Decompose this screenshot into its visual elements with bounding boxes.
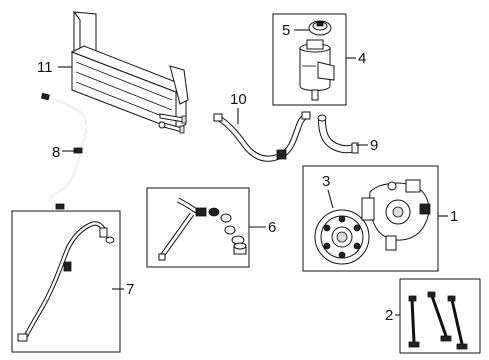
oil-cooler (70, 10, 189, 134)
pressure-tube (158, 197, 207, 261)
reservoir (299, 39, 335, 101)
bolts-box (399, 278, 481, 354)
pressure-line (17, 221, 115, 342)
mounting-bolts (408, 291, 468, 350)
callout-8: 8 (52, 144, 60, 161)
return-hose (213, 111, 311, 162)
reservoir-cap (308, 20, 332, 36)
callout-2: 2 (385, 307, 393, 324)
callout-5: 5 (282, 22, 290, 39)
pressure-line-box (11, 210, 121, 353)
callout-10: 10 (230, 91, 247, 108)
power-steering-pump (361, 179, 431, 251)
supply-hose (317, 114, 359, 154)
callout-4: 4 (358, 50, 366, 67)
pump-box (302, 165, 439, 272)
callout-1: 1 (450, 208, 458, 225)
pulley (314, 209, 370, 265)
reservoir-box (272, 13, 347, 106)
o-ring-seals (208, 207, 247, 255)
leader-3 (327, 189, 334, 209)
cooler-line (40, 92, 88, 210)
callout-7: 7 (126, 281, 134, 298)
callout-6: 6 (268, 219, 276, 236)
callout-11: 11 (37, 59, 53, 76)
callout-3: 3 (322, 173, 330, 190)
callout-9: 9 (370, 137, 378, 154)
